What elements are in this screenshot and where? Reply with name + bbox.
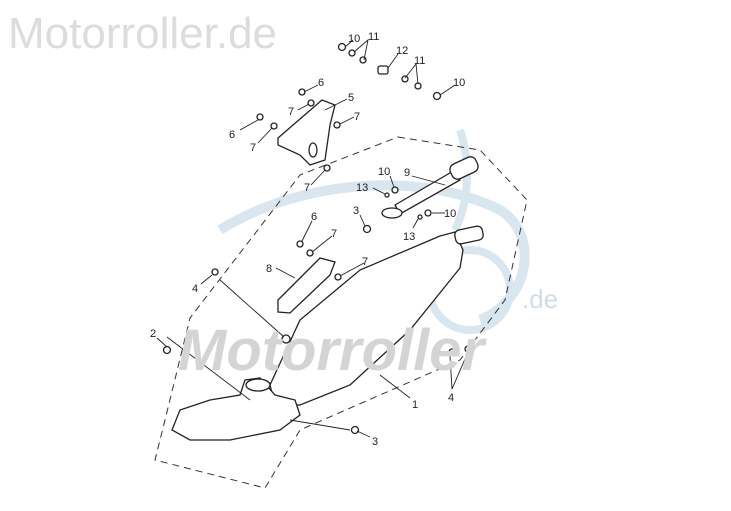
callout-label: 11	[368, 31, 379, 43]
bracket-part-5	[277, 99, 336, 166]
fasteners	[162, 42, 472, 435]
callout-label: 5	[348, 92, 354, 104]
callout-label: 11	[414, 55, 425, 67]
callout-label: 9	[404, 167, 410, 179]
callout-label: 1	[412, 399, 418, 411]
callout-label: 3	[372, 436, 378, 448]
callout-label: 10	[348, 33, 360, 45]
callout-label: 10	[444, 208, 456, 220]
callout-label: 6	[229, 129, 235, 141]
callout-label: 7	[362, 256, 368, 268]
callout-label: 6	[311, 211, 317, 223]
watermark-center-suffix: .de	[522, 284, 558, 314]
inlet-pipe-end	[449, 156, 479, 180]
muffler-outlet	[454, 225, 484, 245]
callout-label: 4	[192, 283, 198, 295]
callout-label: 7	[304, 182, 310, 194]
gasket	[381, 207, 403, 219]
watermark-center-group: Motorroller .de	[178, 284, 558, 383]
header-pipe	[171, 377, 301, 441]
callout-label: 6	[318, 77, 324, 89]
leader-lines	[156, 38, 469, 438]
callout-label: 7	[354, 111, 360, 123]
callout-label: 7	[250, 142, 256, 154]
watermark-top: Motorroller.de	[8, 9, 278, 58]
callout-label: 4	[448, 392, 454, 404]
callout-label: 3	[353, 205, 359, 217]
callout-label: 10	[453, 77, 465, 89]
callout-label: 12	[396, 45, 408, 57]
muffler-part-1	[269, 231, 464, 406]
callout-label: 13	[356, 182, 368, 194]
bracket-part-8	[277, 257, 336, 314]
callout-labels: 10 11 12 11 10 6 5 7 7 6 7 7 10 9 13 3 1…	[150, 31, 465, 448]
callout-label: 7	[288, 106, 294, 118]
callout-label: 8	[266, 263, 272, 275]
bracket-hole	[308, 142, 318, 158]
exhaust-flange	[245, 378, 271, 392]
callout-label: 10	[378, 166, 390, 178]
callout-label: 7	[331, 228, 337, 240]
watermark-center: Motorroller	[178, 318, 488, 383]
callout-label: 13	[403, 231, 415, 243]
callout-label: 2	[150, 328, 156, 340]
